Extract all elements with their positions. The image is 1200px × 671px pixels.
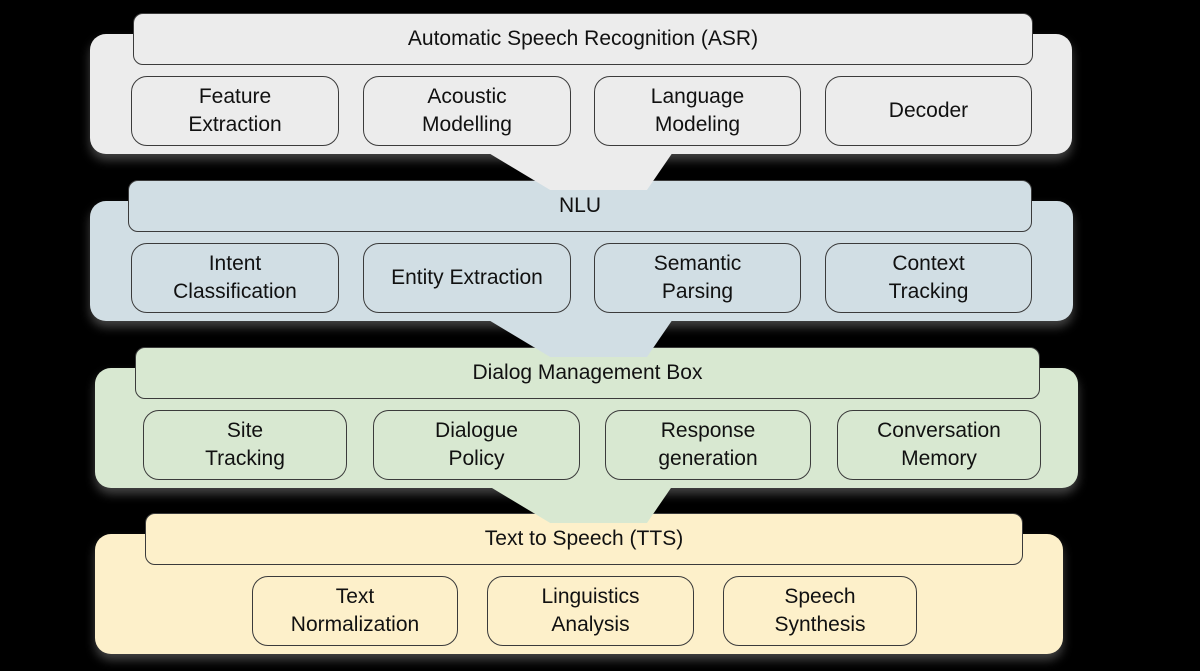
- asr-section-header: Automatic Speech Recognition (ASR): [133, 13, 1033, 65]
- dialog-management-section: Dialog Management Box Site Tracking Dial…: [0, 347, 1200, 512]
- box-label-line: Extraction: [188, 113, 282, 136]
- box-speech-synthesis: Speech Synthesis: [723, 576, 917, 646]
- box-label-line: Semantic: [653, 252, 742, 275]
- box-context-tracking: Context Tracking: [825, 243, 1032, 313]
- box-label-line: Text: [335, 585, 375, 608]
- box-label-line: Analysis: [551, 613, 630, 636]
- box-label-line: Feature: [198, 85, 272, 108]
- box-label-line: Tracking: [205, 447, 285, 470]
- box-entity-extraction: Entity Extraction: [363, 243, 571, 313]
- box-label-line: Parsing: [661, 280, 734, 303]
- box-label-line: Response: [660, 419, 756, 442]
- dialog-management-section-header: Dialog Management Box: [135, 347, 1040, 399]
- box-label-line: Language: [650, 85, 745, 108]
- box-label-line: Intent: [208, 252, 262, 275]
- box-label-line: Memory: [901, 447, 977, 470]
- box-semantic-parsing: Semantic Parsing: [594, 243, 801, 313]
- box-response-generation: Response generation: [605, 410, 811, 480]
- box-text-normalization: Text Normalization: [252, 576, 458, 646]
- box-label-line: Acoustic: [427, 85, 507, 108]
- box-language-modeling: Language Modeling: [594, 76, 801, 146]
- box-feature-extraction: Feature Extraction: [131, 76, 339, 146]
- box-label-line: Dialogue: [435, 419, 518, 442]
- asr-section: Automatic Speech Recognition (ASR) Featu…: [0, 13, 1200, 178]
- box-label-line: Site: [226, 419, 264, 442]
- box-label-line: Linguistics: [541, 585, 640, 608]
- box-label-line: Decoder: [888, 99, 969, 122]
- box-label-line: Context: [892, 252, 965, 275]
- box-label-line: Policy: [448, 447, 505, 470]
- box-label-line: generation: [658, 447, 758, 470]
- box-dialogue-policy: Dialogue Policy: [373, 410, 580, 480]
- box-conversation-memory: Conversation Memory: [837, 410, 1041, 480]
- box-linguistics-analysis: Linguistics Analysis: [487, 576, 694, 646]
- box-label-line: Tracking: [888, 280, 969, 303]
- box-label-line: Entity Extraction: [391, 266, 543, 289]
- box-label-line: Modeling: [654, 113, 741, 136]
- box-label-line: Normalization: [290, 613, 420, 636]
- box-label-line: Speech: [784, 585, 856, 608]
- box-acoustic-modelling: Acoustic Modelling: [363, 76, 571, 146]
- box-label-line: Modelling: [422, 113, 512, 136]
- box-decoder: Decoder: [825, 76, 1032, 146]
- box-label-line: Synthesis: [774, 613, 866, 636]
- box-label-line: Classification: [173, 280, 297, 303]
- box-label-line: Conversation: [877, 419, 1001, 442]
- box-site-tracking: Site Tracking: [143, 410, 347, 480]
- tts-section: Text to Speech (TTS) Text Normalization …: [0, 513, 1200, 671]
- nlu-section: NLU Intent Classification Entity Extract…: [0, 180, 1200, 345]
- box-intent-classification: Intent Classification: [131, 243, 339, 313]
